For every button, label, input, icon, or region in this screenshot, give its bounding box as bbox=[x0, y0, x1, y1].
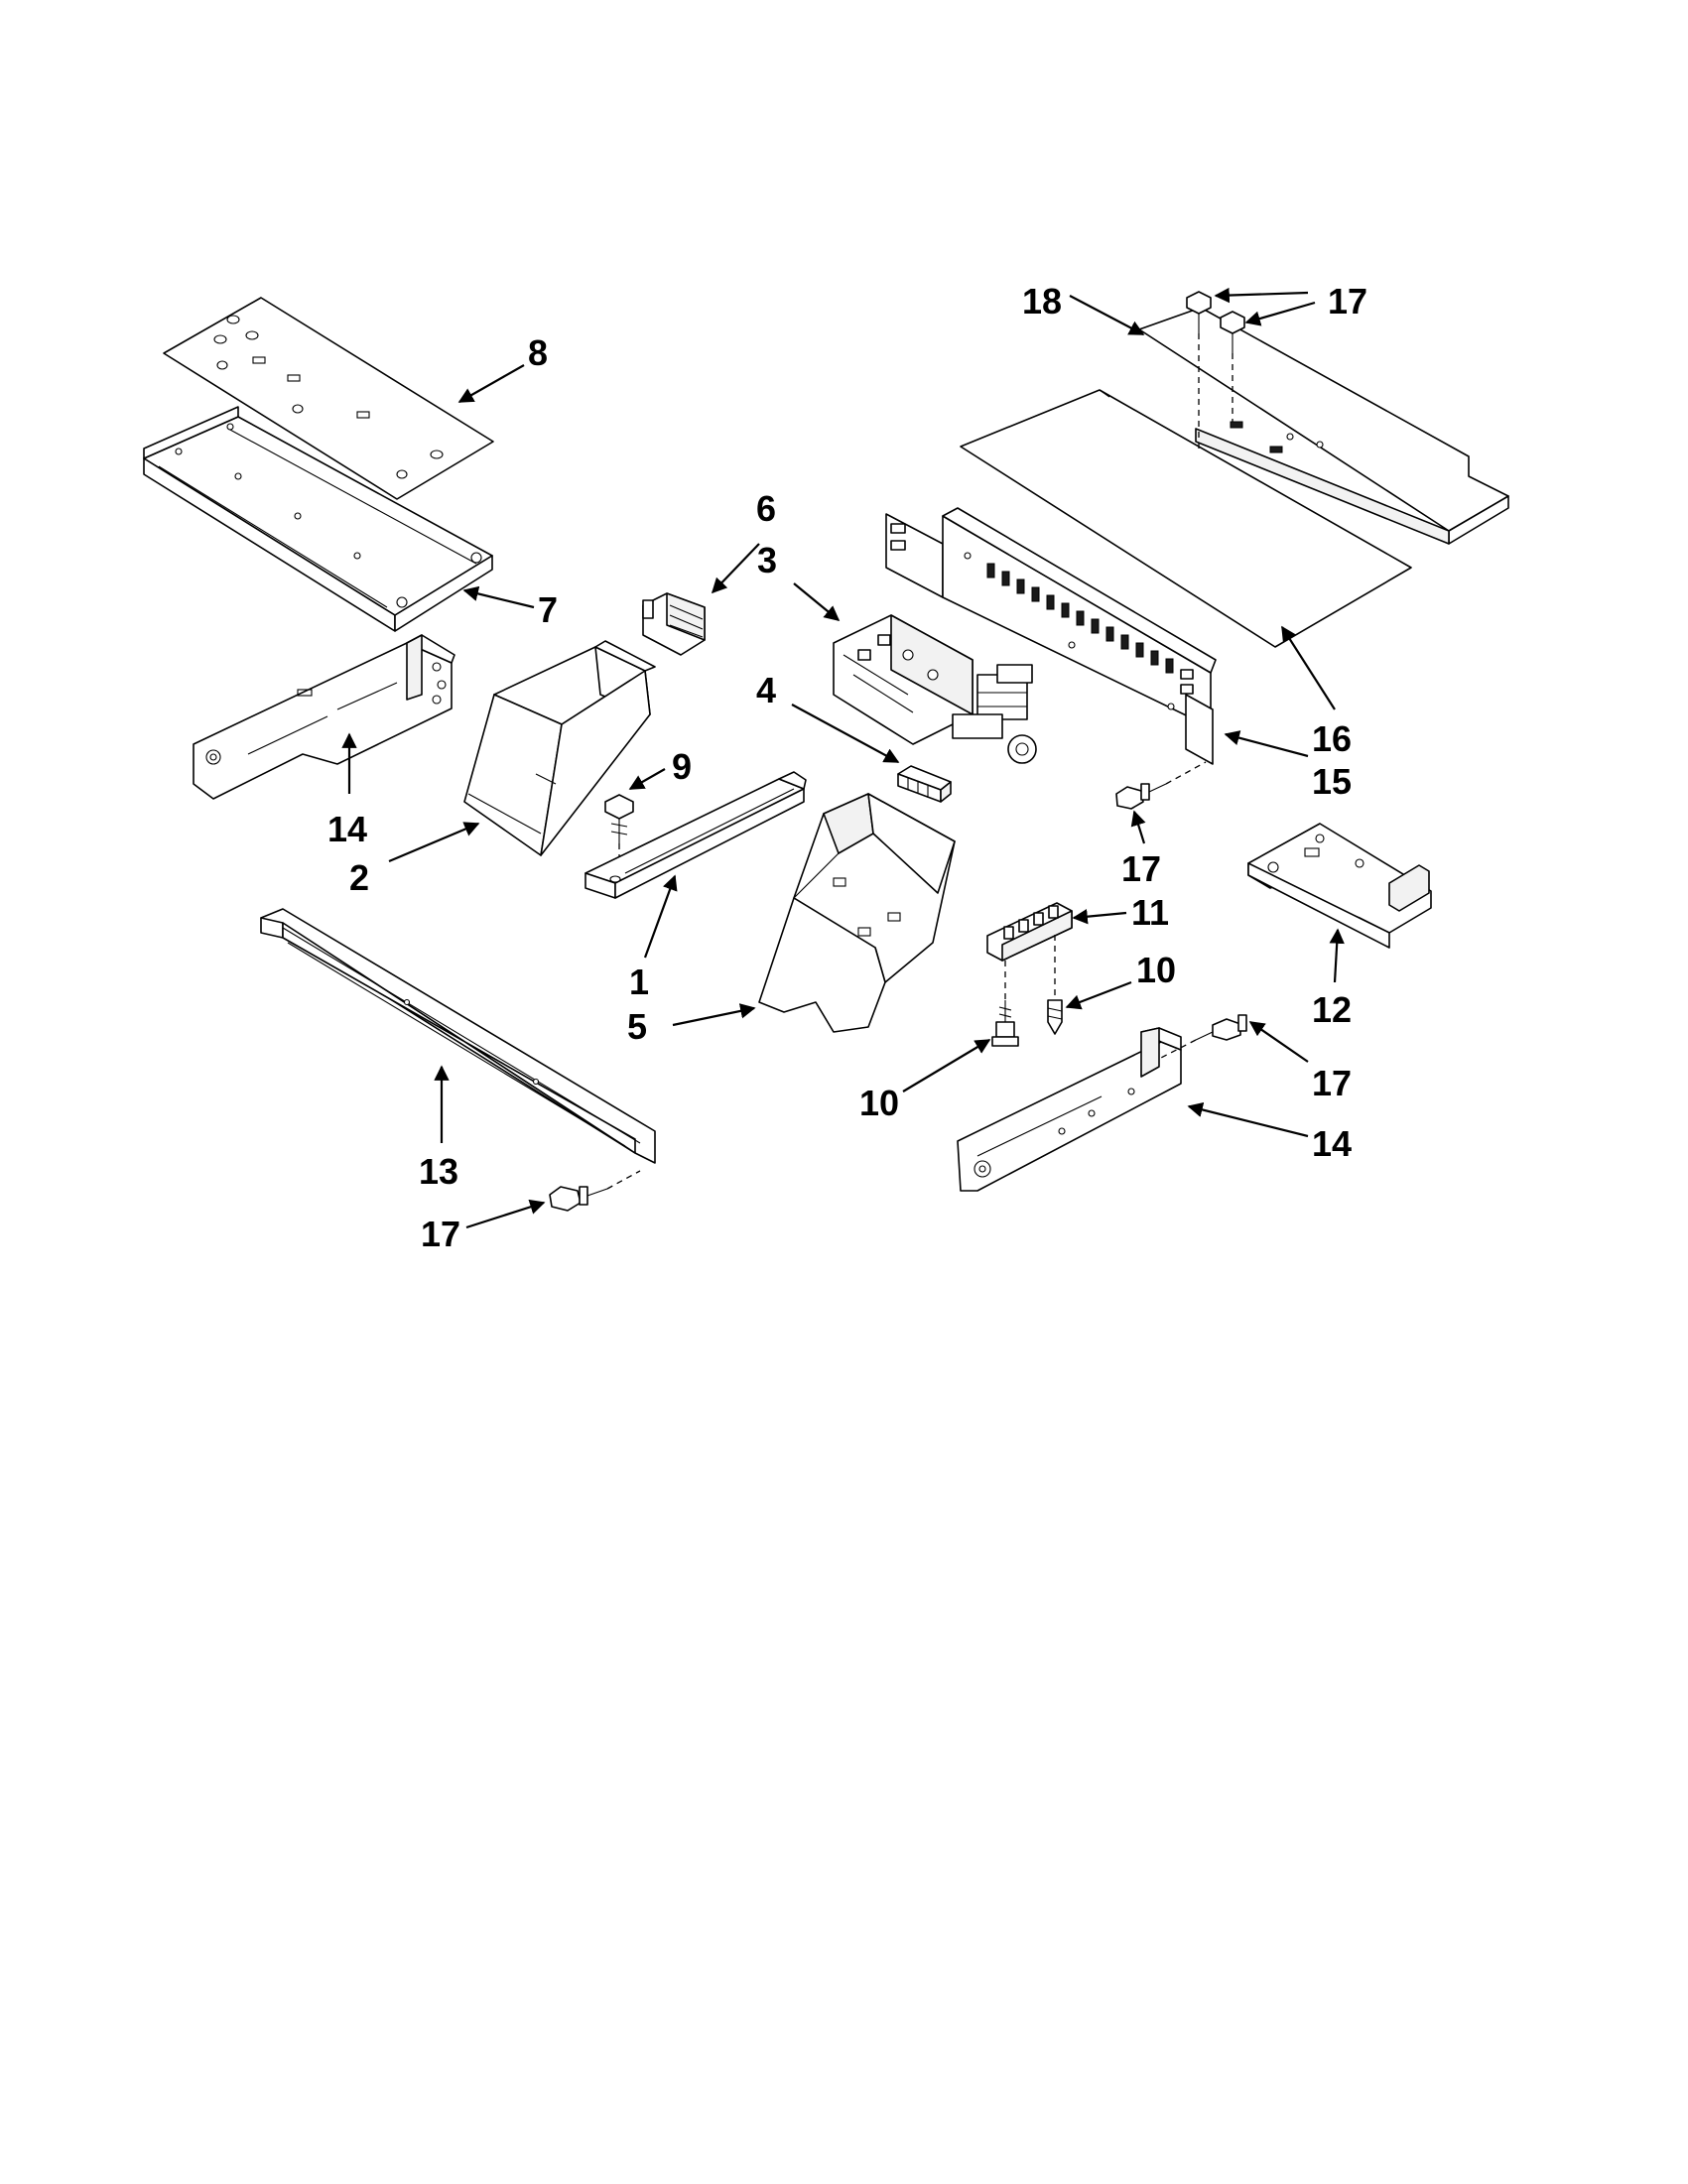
leader-1 bbox=[643, 874, 678, 959]
callout-10-right: 10 bbox=[1136, 950, 1176, 990]
part-17-screws-top bbox=[1186, 291, 1245, 451]
leader-12 bbox=[1329, 928, 1345, 983]
part-14-right-bracket bbox=[957, 1027, 1182, 1192]
part-17-screw-lower-right bbox=[1160, 1014, 1247, 1059]
callout-18: 18 bbox=[1022, 281, 1062, 321]
callout-10-left: 10 bbox=[859, 1083, 899, 1123]
callout-3: 3 bbox=[757, 540, 777, 580]
callout-labels: 8 7 6 3 4 9 14 2 1 5 13 17 18 17 16 15 1… bbox=[327, 281, 1367, 1254]
leader-17-lower-left bbox=[465, 1199, 546, 1229]
leader-15 bbox=[1224, 730, 1309, 758]
callout-9: 9 bbox=[672, 746, 692, 787]
part-10-screws bbox=[991, 999, 1063, 1047]
part-13-long-rail bbox=[260, 908, 656, 1164]
leader-14-right bbox=[1187, 1101, 1309, 1138]
part-11-terminal-strip bbox=[986, 902, 1073, 1000]
leader-17-top-b bbox=[1244, 301, 1316, 326]
callout-14-left: 14 bbox=[327, 809, 367, 849]
part-16-top-panel bbox=[960, 389, 1412, 648]
leader-3 bbox=[793, 582, 841, 621]
callout-17-mid-right: 17 bbox=[1121, 848, 1161, 889]
callout-16: 16 bbox=[1312, 718, 1352, 759]
part-2-duct-hood bbox=[463, 640, 656, 856]
callout-13: 13 bbox=[419, 1151, 458, 1192]
leader-6 bbox=[711, 543, 760, 594]
callout-2: 2 bbox=[349, 857, 369, 898]
part-14-left-bracket bbox=[193, 634, 455, 800]
callout-1: 1 bbox=[629, 962, 649, 1002]
callout-17-lower-right: 17 bbox=[1312, 1063, 1352, 1103]
part-3-valve-assembly bbox=[833, 614, 1037, 764]
part-6-block bbox=[642, 592, 706, 656]
part-9-screw bbox=[604, 794, 634, 865]
leader-17-top-a bbox=[1214, 287, 1309, 304]
callout-17-lower-left: 17 bbox=[421, 1214, 460, 1254]
callout-7: 7 bbox=[538, 589, 558, 630]
vent-slots bbox=[986, 563, 1174, 674]
part-5-channel-tray bbox=[758, 793, 956, 1033]
leader-8 bbox=[457, 364, 525, 403]
part-15-rear-panel bbox=[885, 507, 1217, 765]
part-17-screw-mid-right bbox=[1115, 761, 1207, 810]
leader-9 bbox=[628, 768, 666, 790]
leader-10-right bbox=[1065, 980, 1132, 1010]
leader-18 bbox=[1069, 295, 1145, 335]
part-1-rail bbox=[584, 771, 807, 899]
callout-15: 15 bbox=[1312, 761, 1352, 802]
leader-17-mid-right bbox=[1130, 810, 1146, 844]
callout-4: 4 bbox=[756, 670, 776, 710]
leader-11 bbox=[1072, 909, 1127, 925]
callout-5: 5 bbox=[627, 1006, 647, 1047]
part-12-plate bbox=[1247, 823, 1432, 949]
leader-7 bbox=[462, 585, 535, 609]
callout-14-right: 14 bbox=[1312, 1123, 1352, 1164]
leader-16 bbox=[1281, 625, 1336, 710]
callout-11: 11 bbox=[1131, 892, 1169, 933]
leader-17-lower-right bbox=[1248, 1021, 1309, 1063]
part-17-screw-lower-left bbox=[549, 1170, 641, 1212]
leader-10-left bbox=[902, 1039, 991, 1092]
part-7-base-plate bbox=[143, 406, 493, 632]
leader-2 bbox=[388, 822, 480, 863]
callout-17-top: 17 bbox=[1328, 281, 1367, 321]
callout-12: 12 bbox=[1312, 989, 1352, 1030]
part-4-terminal-block bbox=[897, 765, 952, 803]
part-8-cover-sheet bbox=[163, 297, 494, 500]
leader-lines bbox=[341, 287, 1345, 1229]
leader-4 bbox=[791, 704, 900, 763]
callout-6: 6 bbox=[756, 488, 776, 529]
leader-5 bbox=[672, 1003, 756, 1027]
part-18-trim-panel bbox=[1138, 307, 1509, 545]
callout-8: 8 bbox=[528, 332, 548, 373]
